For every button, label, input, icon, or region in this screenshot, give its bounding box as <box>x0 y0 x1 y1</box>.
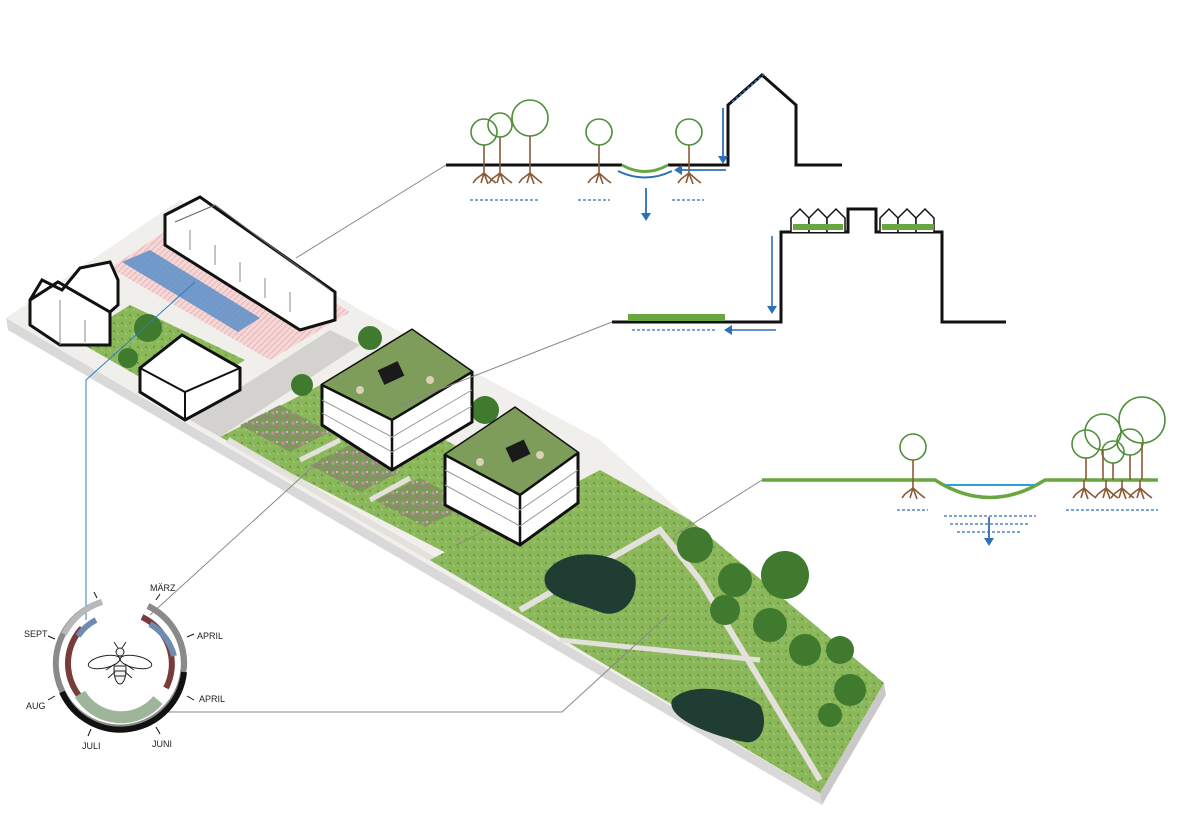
bee-icon <box>87 642 153 684</box>
wheel-ring-blue <box>78 620 96 636</box>
section-greenroof <box>612 209 1006 335</box>
month-label-sept: SEPT <box>24 629 48 639</box>
building-west <box>30 262 118 345</box>
month-label-juni: JUNI <box>152 739 172 749</box>
month-label-aug: AUG <box>26 701 46 711</box>
month-label-maerz: MÄRZ <box>150 583 176 593</box>
roof-rain-dashes <box>732 74 764 102</box>
tree-cluster-3 <box>900 397 1165 463</box>
groundwater-lines-3 <box>897 510 1158 532</box>
ground-line-3 <box>762 480 1158 498</box>
phenology-wheel <box>48 592 194 736</box>
section-pond <box>762 397 1165 546</box>
leader-line-section-1 <box>296 165 446 258</box>
section-stormwater <box>446 74 842 221</box>
month-label-april-1: APRIL <box>197 631 223 641</box>
leader-line-section-3 <box>675 480 762 535</box>
tree-cluster-1 <box>471 100 702 145</box>
ground-vegetation <box>628 314 725 321</box>
ground-line-1 <box>446 75 842 165</box>
swale-1 <box>622 165 668 172</box>
month-label-april-2: APRIL <box>199 694 225 704</box>
roof-vegetation <box>793 224 934 230</box>
month-label-juli: JULI <box>82 741 101 751</box>
flow-arrows-2 <box>724 236 777 335</box>
wheel-ring-sage <box>80 694 158 717</box>
